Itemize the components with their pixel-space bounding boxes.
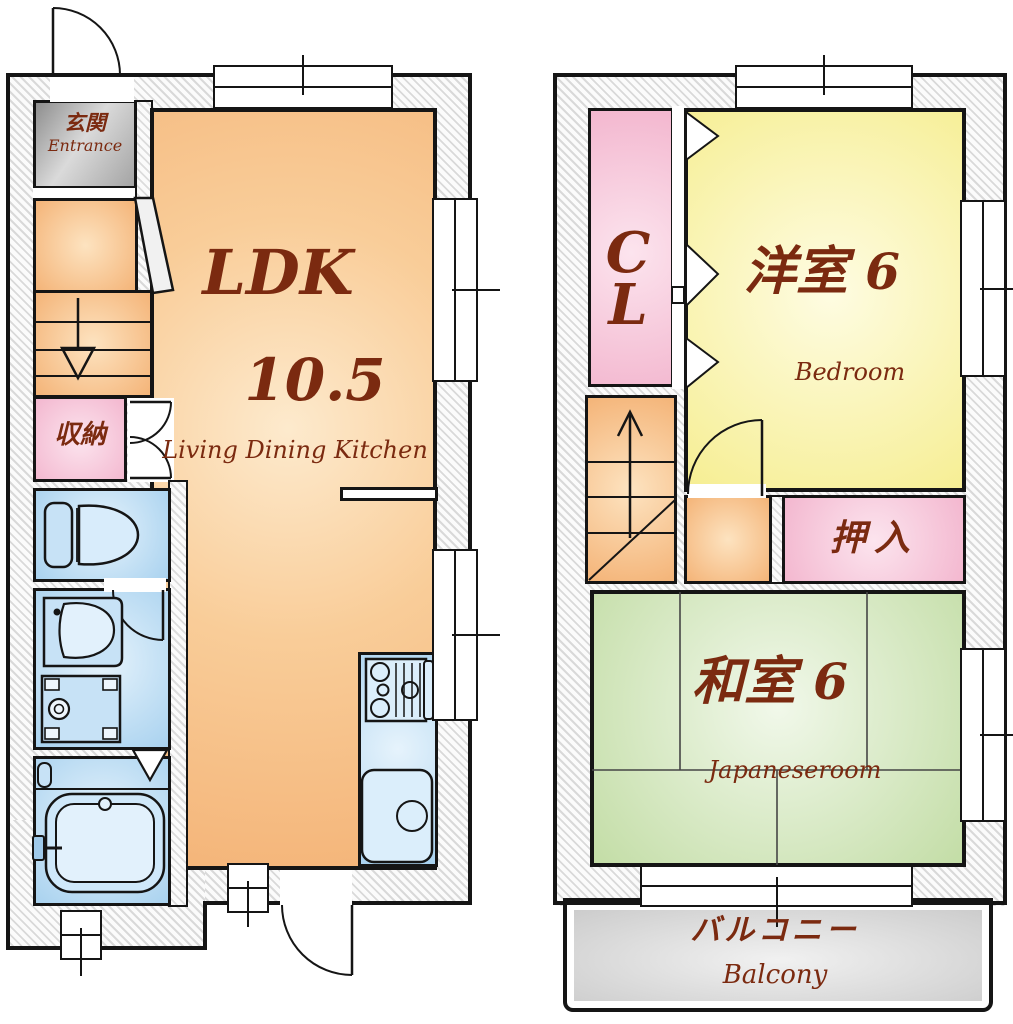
- ldk-label: LDK: [202, 236, 354, 309]
- balcony-label-jp: バルコニー: [690, 913, 860, 948]
- bedroom-label-jp: 洋室: [744, 241, 849, 302]
- room-washitsu: [590, 590, 966, 867]
- window-tick: [302, 55, 304, 95]
- room-hall-floor2: [684, 495, 772, 584]
- window-tick: [247, 881, 249, 927]
- closet-label: CL: [605, 220, 651, 338]
- window-washitsu-right: [960, 648, 1013, 822]
- storage-label: 収納: [53, 420, 106, 450]
- washitsu-label: 和室 6: [605, 652, 935, 711]
- window-ldk-bottom-small: [227, 863, 269, 927]
- bedroom-label-en: Bedroom: [794, 358, 906, 386]
- window-tick: [980, 287, 1013, 290]
- entrance-step-strip: [33, 186, 137, 200]
- window-tick: [980, 734, 1013, 736]
- room-toilet: [33, 488, 171, 582]
- balcony-floor: [574, 910, 982, 1001]
- room-hallway: [33, 198, 138, 293]
- window-tick: [452, 289, 500, 291]
- ldk-size-label: 10.5: [244, 346, 386, 414]
- kitchen-counter: [358, 652, 438, 867]
- window-bedroom-top: [735, 55, 913, 109]
- window-ldk-right-lower: [432, 549, 500, 721]
- window-tick: [452, 634, 500, 636]
- room-washroom: [33, 588, 171, 750]
- room-bathroom: [33, 756, 171, 906]
- window-bathroom: [60, 910, 102, 976]
- entrance-label-en: Entrance: [47, 136, 123, 156]
- window-tick: [80, 928, 82, 976]
- washitsu-label-en: Japaneseroom: [708, 756, 882, 784]
- window-bedroom-right: [960, 200, 1013, 377]
- wall-water-area-right: [168, 480, 188, 907]
- oshiire-label: 押入: [829, 517, 918, 559]
- washitsu-size-label: 6: [813, 652, 848, 711]
- washitsu-label-jp: 和室: [692, 651, 797, 712]
- room-stairs-floor1: [33, 290, 153, 398]
- room-stairs-floor2: [585, 395, 677, 584]
- entrance-label: 玄関 Entrance: [35, 110, 135, 156]
- window-tick: [775, 877, 778, 927]
- bedroom-size-label: 6: [865, 242, 900, 301]
- window-ldk-top: [213, 55, 393, 109]
- entrance-label-jp: 玄関: [64, 110, 106, 135]
- balcony-label-en: Balcony: [722, 960, 828, 990]
- sliding-door-balcony: [640, 865, 913, 927]
- ldk-label-en: Living Dining Kitchen: [162, 436, 428, 464]
- window-ldk-right-upper: [432, 198, 500, 382]
- bedroom-label: 洋室 6: [692, 242, 952, 301]
- window-tick: [823, 55, 825, 95]
- balcony: [563, 898, 993, 1012]
- wall-stub-ldk-right: [340, 487, 438, 501]
